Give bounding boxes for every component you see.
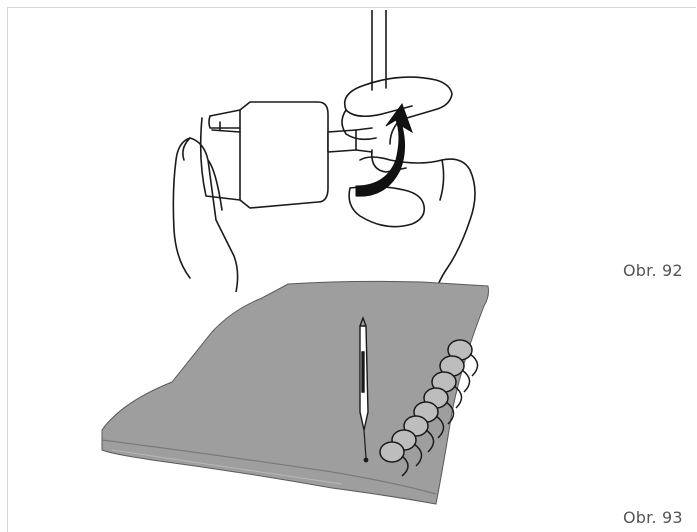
needle [360, 318, 368, 430]
bobbin-hands-illustration [150, 10, 480, 292]
figure-92-caption: Obr. 92 [623, 261, 683, 280]
figure-93-caption: Obr. 93 [623, 508, 683, 527]
fabric-stitching-illustration [92, 262, 512, 512]
rotate-arrow-icon [356, 104, 412, 196]
spool-body [240, 102, 328, 208]
spindle [328, 130, 356, 152]
machine-post [372, 10, 386, 90]
